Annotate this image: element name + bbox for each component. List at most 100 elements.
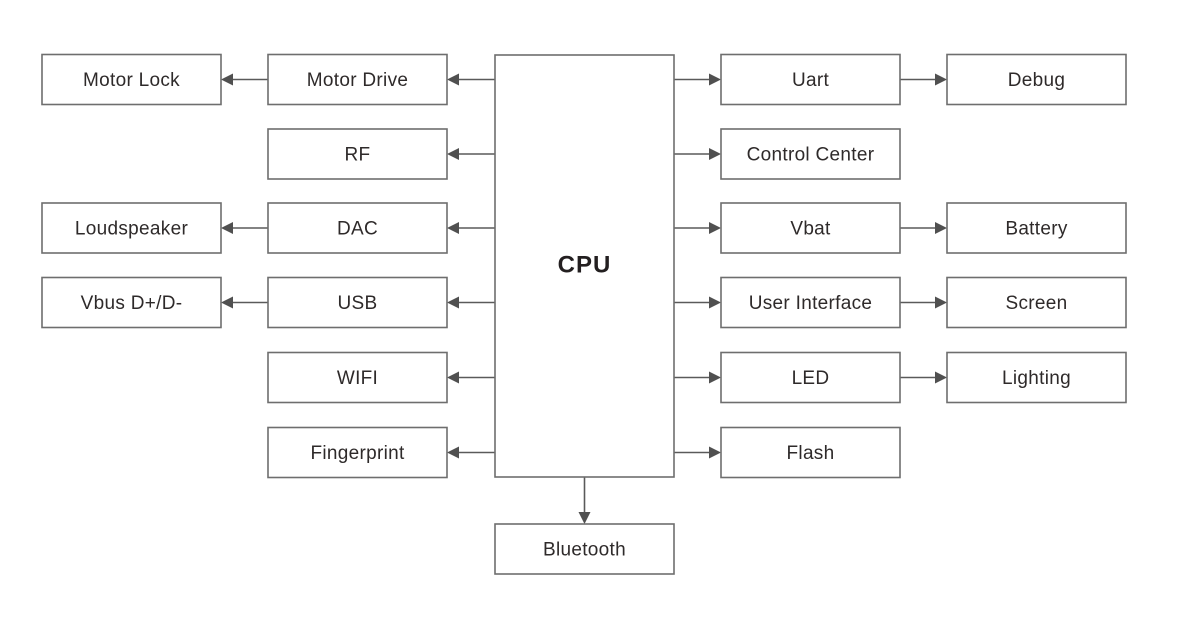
arrowhead-icon	[447, 371, 459, 384]
loudspeaker-box	[41, 202, 222, 254]
wifi-label: WIFI	[337, 368, 378, 389]
arrow-cpu-to-dac	[447, 222, 495, 234]
cpu-label: CPU	[558, 252, 612, 279]
cpu-box	[494, 54, 675, 478]
arrowhead-icon	[935, 296, 947, 309]
arrow-led-to-lighting	[900, 371, 947, 384]
user-interface-block: User Interface	[720, 276, 901, 329]
arrowhead-icon	[709, 371, 721, 384]
dac-box	[267, 202, 448, 254]
user-interface-box	[720, 276, 901, 329]
loudspeaker-label: Loudspeaker	[75, 219, 189, 240]
arrowhead-icon	[935, 222, 947, 234]
vbus-box	[41, 276, 222, 329]
screen-block: Screen	[946, 276, 1127, 329]
arrowhead-icon	[709, 296, 721, 309]
arrowhead-icon	[221, 73, 233, 86]
arrowhead-icon	[709, 446, 721, 459]
usb-label: USB	[338, 293, 378, 314]
arrowhead-icon	[709, 222, 721, 234]
fingerprint-box	[267, 426, 448, 479]
arrow-cpu-to-rf	[447, 148, 495, 160]
user-interface-label: User Interface	[749, 293, 873, 314]
uart-box	[720, 53, 901, 106]
usb-block: USB	[267, 276, 448, 329]
bluetooth-box	[494, 523, 675, 575]
motor-drive-label: Motor Drive	[307, 70, 408, 91]
lighting-block: Lighting	[946, 351, 1127, 404]
debug-label: Debug	[1008, 70, 1066, 91]
wifi-box	[267, 351, 448, 404]
vbus-label: Vbus D+/D-	[81, 293, 183, 314]
dac-label: DAC	[337, 219, 378, 240]
motor-drive-box	[267, 53, 448, 106]
arrow-cpu-to-flash	[674, 446, 721, 459]
loudspeaker-block: Loudspeaker	[41, 202, 222, 254]
arrow-cpu-to-bluetooth	[578, 477, 591, 524]
arrow-cpu-to-user-interface	[674, 296, 721, 309]
arrowhead-icon	[447, 148, 459, 160]
arrowhead-icon	[221, 296, 233, 309]
debug-block: Debug	[946, 53, 1127, 106]
led-box	[720, 351, 901, 404]
arrowhead-icon	[447, 73, 459, 86]
arrow-dac-to-loudspeaker	[221, 222, 268, 234]
led-label: LED	[792, 368, 830, 389]
arrow-cpu-to-fingerprint	[447, 446, 495, 459]
arrow-user-interface-to-screen	[900, 296, 947, 309]
control-center-block: Control Center	[720, 128, 901, 180]
usb-box	[267, 276, 448, 329]
vbus-block: Vbus D+/D-	[41, 276, 222, 329]
control-center-label: Control Center	[747, 145, 875, 166]
motor-lock-box	[41, 53, 222, 106]
arrowhead-icon	[578, 512, 591, 524]
fingerprint-label: Fingerprint	[310, 443, 405, 464]
arrow-cpu-to-usb	[447, 296, 495, 309]
arrow-cpu-to-motor-drive	[447, 73, 495, 86]
arrowhead-icon	[935, 73, 947, 86]
arrow-uart-to-debug	[900, 73, 947, 86]
screen-box	[946, 276, 1127, 329]
arrowhead-icon	[221, 222, 233, 234]
motor-lock-block: Motor Lock	[41, 53, 222, 106]
vbat-block: Vbat	[720, 202, 901, 254]
arrowhead-icon	[709, 73, 721, 86]
fingerprint-block: Fingerprint	[267, 426, 448, 479]
lighting-box	[946, 351, 1127, 404]
arrowhead-icon	[447, 446, 459, 459]
flash-box	[720, 426, 901, 479]
arrow-motor-drive-to-motor-lock	[221, 73, 268, 86]
arrowhead-icon	[935, 371, 947, 384]
arrow-cpu-to-vbat	[674, 222, 721, 234]
control-center-box	[720, 128, 901, 180]
arrow-cpu-to-wifi	[447, 371, 495, 384]
vbat-label: Vbat	[790, 219, 831, 240]
uart-label: Uart	[792, 70, 830, 91]
arrowhead-icon	[709, 148, 721, 160]
dac-block: DAC	[267, 202, 448, 254]
vbat-box	[720, 202, 901, 254]
flash-label: Flash	[787, 443, 835, 464]
lighting-label: Lighting	[1002, 368, 1071, 389]
connectors	[221, 73, 947, 524]
wifi-block: WIFI	[267, 351, 448, 404]
flash-block: Flash	[720, 426, 901, 479]
battery-block: Battery	[946, 202, 1127, 254]
arrow-vbat-to-battery	[900, 222, 947, 234]
arrow-usb-to-vbus	[221, 296, 268, 309]
bluetooth-label: Bluetooth	[543, 540, 626, 561]
uart-block: Uart	[720, 53, 901, 106]
motor-drive-block: Motor Drive	[267, 53, 448, 106]
rf-label: RF	[345, 145, 371, 166]
arrow-cpu-to-control-center	[674, 148, 721, 160]
arrowhead-icon	[447, 222, 459, 234]
bluetooth-block: Bluetooth	[494, 523, 675, 575]
battery-box	[946, 202, 1127, 254]
motor-lock-label: Motor Lock	[83, 70, 180, 91]
screen-label: Screen	[1005, 293, 1067, 314]
led-block: LED	[720, 351, 901, 404]
arrowhead-icon	[447, 296, 459, 309]
debug-box	[946, 53, 1127, 106]
battery-label: Battery	[1005, 219, 1067, 240]
